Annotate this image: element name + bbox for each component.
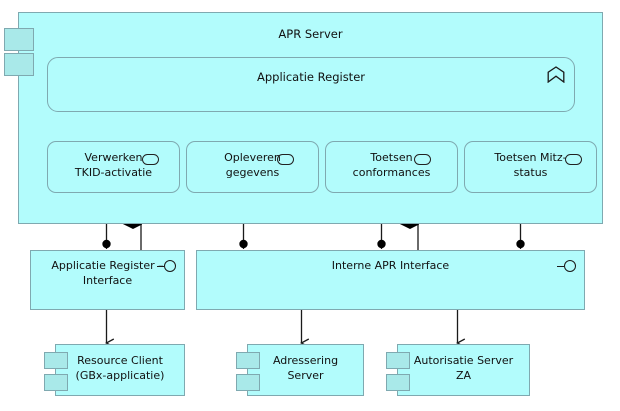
uml-component-icon — [4, 53, 34, 76]
application-service-icon — [277, 154, 294, 165]
service-label: Verwerken TKID-activatie — [74, 151, 153, 179]
component-usage-connectors — [104, 310, 466, 348]
applicatie-register-component[interactable]: Applicatie Register — [47, 57, 575, 112]
service-verwerken-tkid-activatie[interactable]: Verwerken TKID-activatie — [47, 141, 180, 193]
application-service-icon — [565, 154, 582, 165]
provided-interface-lollipop-icon — [157, 260, 176, 274]
component-adressering-server[interactable]: Adressering Server — [236, 344, 364, 396]
uml-component-icon — [236, 374, 260, 391]
uml-component-icon — [44, 374, 68, 391]
applicatie-register-interface[interactable]: Applicatie Register – Interface — [30, 250, 185, 310]
apr-server-title: APR Server — [278, 27, 343, 41]
interface-label: Interne APR Interface — [331, 259, 450, 272]
component-label: Adressering Server — [272, 354, 339, 382]
uml-component-icon — [4, 28, 34, 51]
component-resource-client[interactable]: Resource Client (GBx-applicatie) — [44, 344, 185, 396]
service-label: Toetsen conformances — [352, 151, 431, 179]
provided-interface-lollipop-icon — [557, 260, 576, 274]
application-service-icon — [142, 154, 159, 165]
applicatie-register-title: Applicatie Register — [256, 70, 365, 84]
interne-apr-interface[interactable]: Interne APR Interface — [196, 250, 585, 310]
application-service-icon — [414, 154, 431, 165]
composition-connectors — [141, 224, 418, 250]
component-autorisatie-server-za[interactable]: Autorisatie Server ZA — [386, 344, 530, 396]
service-opleveren-gegevens[interactable]: Opleveren gegevens — [186, 141, 319, 193]
chevron-up-icon — [547, 66, 565, 83]
service-toetsen-conformances[interactable]: Toetsen conformances — [325, 141, 458, 193]
uml-component-icon — [386, 374, 410, 391]
usage-endpoint-balls — [102, 239, 525, 249]
uml-component-icon — [386, 352, 410, 369]
component-label: Autorisatie Server ZA — [413, 354, 514, 382]
service-label: Opleveren gegevens — [224, 151, 281, 179]
component-label: Resource Client (GBx-applicatie) — [75, 354, 165, 382]
uml-component-icon — [44, 352, 68, 369]
service-toetsen-mitz-status[interactable]: Toetsen Mitz- status — [464, 141, 597, 193]
uml-component-icon — [236, 352, 260, 369]
